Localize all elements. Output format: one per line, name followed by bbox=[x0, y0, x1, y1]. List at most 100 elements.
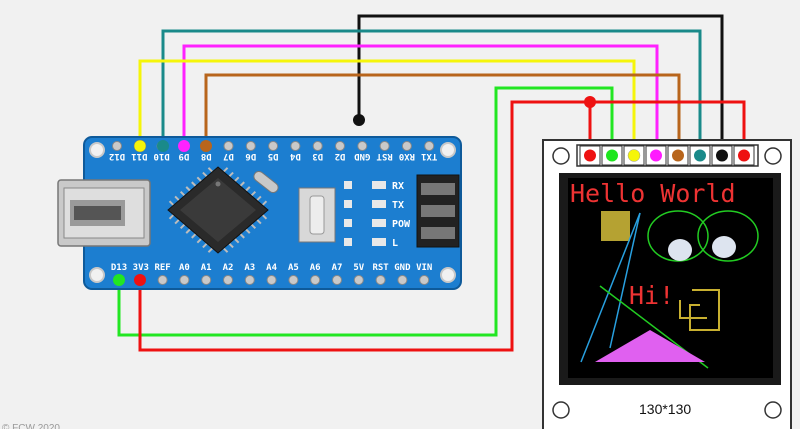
top-pin-label: GND bbox=[354, 151, 371, 161]
bottom-pin-hole bbox=[419, 275, 430, 285]
top-pin-hole bbox=[268, 141, 279, 151]
bottom-pin-label: A3 bbox=[244, 263, 255, 273]
chip-leg bbox=[233, 176, 240, 183]
lcd-pin-dot bbox=[694, 149, 706, 162]
top-pin-label: D4 bbox=[289, 151, 300, 161]
bottom-pin-label: A1 bbox=[201, 263, 212, 273]
chip-leg bbox=[191, 233, 197, 239]
top-pin-label: D8 bbox=[201, 151, 212, 161]
nano-mount-hole bbox=[440, 267, 456, 283]
screen-title: Hello World bbox=[570, 179, 736, 208]
led-body bbox=[372, 219, 386, 227]
top-pin-hole bbox=[379, 141, 390, 151]
bottom-pin-label: 3V3 bbox=[133, 263, 149, 273]
screen-right-eye bbox=[697, 210, 759, 262]
top-pin-hole bbox=[424, 141, 435, 151]
top-pin-label: D2 bbox=[335, 151, 346, 161]
lcd-pin-dot bbox=[716, 149, 728, 162]
wire-dot-red bbox=[134, 274, 146, 286]
bottom-pin-label: RST bbox=[372, 263, 389, 273]
bottom-pin-label: A7 bbox=[332, 263, 343, 273]
screen-square bbox=[601, 211, 630, 241]
top-pin-hole bbox=[312, 141, 323, 151]
screen-squiggle bbox=[689, 289, 720, 331]
bottom-pin-label: A4 bbox=[266, 263, 277, 273]
lcd-module: Hello World Hi! 130*130 bbox=[542, 139, 792, 429]
lcd-mount-hole bbox=[552, 147, 570, 165]
screen-line-cyan bbox=[580, 212, 641, 363]
top-pin-label: D5 bbox=[268, 151, 279, 161]
lcd-mount-hole bbox=[552, 401, 570, 419]
atmega-chip bbox=[167, 166, 269, 254]
screen-line-cyan-2 bbox=[609, 212, 641, 349]
crystal bbox=[253, 170, 279, 194]
top-pin-label: D6 bbox=[245, 151, 256, 161]
chip-leg bbox=[191, 181, 197, 187]
chip-leg bbox=[250, 223, 257, 230]
screen-greeting: Hi! bbox=[629, 281, 674, 310]
top-pin-label: TX1 bbox=[421, 151, 437, 161]
led-label: POW bbox=[392, 219, 411, 230]
nano-mount-hole bbox=[440, 142, 456, 158]
chip-leg bbox=[261, 214, 268, 220]
green-wire bbox=[117, 86, 614, 337]
bottom-pin-hole bbox=[353, 275, 364, 285]
chip-leg bbox=[239, 233, 245, 239]
screen-left-eye bbox=[647, 210, 709, 262]
red-wire bbox=[138, 100, 590, 352]
led-label: L bbox=[392, 238, 398, 249]
lcd-pin-dot bbox=[627, 149, 641, 162]
chip-leg bbox=[168, 214, 175, 220]
bottom-pin-hole bbox=[310, 275, 321, 285]
wires bbox=[117, 14, 746, 352]
chip-legs bbox=[168, 167, 268, 253]
icsp-header bbox=[416, 174, 460, 248]
bottom-pin-label: A2 bbox=[223, 263, 234, 273]
screen-left-pupil bbox=[668, 239, 692, 261]
bottom-pin-hole bbox=[244, 275, 255, 285]
bottom-pin-hole bbox=[266, 275, 277, 285]
orange-wire bbox=[204, 73, 681, 155]
bottom-pin-label: GND bbox=[394, 263, 411, 273]
wire-dot-black bbox=[353, 114, 365, 126]
chip-leg bbox=[179, 190, 186, 197]
led-body bbox=[372, 238, 386, 246]
screen-right-pupil bbox=[712, 236, 736, 258]
bottom-pin-hole bbox=[201, 275, 212, 285]
wire-dot-orange bbox=[200, 140, 212, 152]
lcd-pin-dot bbox=[584, 149, 596, 162]
top-pin-label: D10 bbox=[153, 151, 169, 161]
red-wire-junction bbox=[584, 96, 596, 108]
chip-leg bbox=[256, 218, 262, 225]
bottom-pin-label: A5 bbox=[288, 263, 299, 273]
screen-triangle bbox=[595, 330, 705, 362]
bottom-pin-label: REF bbox=[154, 263, 170, 273]
lcd-mount-hole bbox=[764, 401, 782, 419]
lcd-pin-dot bbox=[738, 149, 750, 162]
top-pin-hole bbox=[357, 141, 368, 151]
wire-dot-teal bbox=[157, 140, 169, 152]
led-body bbox=[372, 181, 386, 189]
corner-watermark: © FCW 2020 bbox=[2, 423, 60, 429]
chip-leg bbox=[174, 218, 180, 225]
chip-leg bbox=[222, 247, 229, 253]
bottom-pin-hole bbox=[332, 275, 342, 285]
lcd-mount-hole bbox=[764, 147, 782, 165]
chip-leg bbox=[202, 242, 208, 249]
chip-leg bbox=[250, 190, 257, 197]
bottom-pin-hole bbox=[223, 275, 233, 285]
bottom-pin-label: A0 bbox=[179, 263, 190, 273]
led-body bbox=[372, 200, 386, 208]
black-wire bbox=[357, 14, 724, 155]
led-pad bbox=[344, 181, 352, 189]
lcd-header-pins bbox=[579, 145, 755, 166]
chip-leg bbox=[168, 200, 175, 206]
chip-leg bbox=[222, 167, 229, 173]
lcd-pin-dot bbox=[672, 149, 684, 162]
top-pin-hole bbox=[223, 141, 234, 151]
chip-leg bbox=[261, 200, 268, 206]
